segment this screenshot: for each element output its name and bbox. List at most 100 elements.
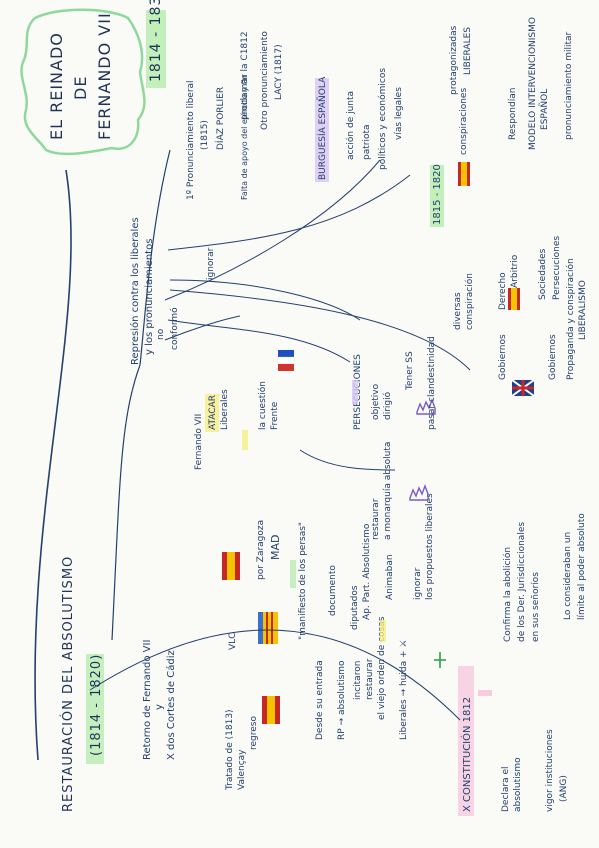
period-line-4: LIBERALES bbox=[463, 27, 473, 75]
manifesto-line-2: documento bbox=[328, 565, 338, 616]
attack-hl bbox=[205, 394, 219, 432]
period-hl bbox=[430, 165, 444, 227]
manifesto-line-3: diputados bbox=[350, 585, 360, 630]
bourgeoisie-block: BURGUESÍA ESPAÑOLA acción de junta patri… bbox=[315, 68, 404, 182]
decree-line-6: Liberales → huida + ⚔ bbox=[399, 640, 409, 740]
left-bottom-line-3: vigor instituciones bbox=[545, 729, 555, 812]
bourg-line-4: políticos y económicos bbox=[377, 68, 388, 170]
route-mad: MAD bbox=[269, 535, 282, 561]
encourage-line-2: restaurar bbox=[371, 498, 381, 540]
decree-line-3: incitaron bbox=[353, 661, 363, 700]
constitution-line-3: de los Der. Jurisdiccionales bbox=[517, 522, 527, 642]
conspiracies-line-1: diversas bbox=[453, 292, 463, 330]
return-line-2: y bbox=[154, 704, 165, 710]
attack-line-4: no bbox=[156, 328, 166, 340]
years-highlight bbox=[146, 10, 166, 88]
response-line-1: Respondían bbox=[508, 88, 518, 140]
title-years-text: 1814 - 1833 bbox=[148, 0, 164, 82]
return-line-1: Retorno de Fernando VII bbox=[142, 640, 153, 760]
left-bottom-block: Declara el absolutismo vigor institucion… bbox=[501, 729, 569, 812]
response-line-2: MODELO INTERVENCIONISMO bbox=[528, 17, 538, 150]
pronunciation-block: 1º Pronunciamiento liberal (1815) DÍAZ P… bbox=[186, 31, 284, 200]
pron-line-5: proclamar la C1812 bbox=[240, 31, 250, 120]
spain-flag-icon-3 bbox=[458, 162, 470, 186]
repression-block: Represión contra los liberales y los pro… bbox=[129, 217, 155, 365]
pron-line-3: DÍAZ PORLIER bbox=[214, 87, 226, 150]
crown-icon-2 bbox=[416, 398, 436, 415]
return-block: Retorno de Fernando VII y X dos Cortes d… bbox=[142, 640, 177, 760]
bourg-line-5: vías legales bbox=[394, 87, 404, 140]
section1-title: RESTAURACIÓN DEL ABSOLUTISMO bbox=[60, 556, 76, 812]
constitution-block: X CONSTITUCIÓN 1812 Confirma la abolició… bbox=[458, 522, 541, 816]
title-line-1: EL REINADO bbox=[47, 32, 66, 140]
encourage-line-5: los propuestos liberales bbox=[425, 493, 435, 600]
treaty-line-2: Valençay bbox=[237, 749, 247, 790]
repression-line-1: Represión contra los liberales bbox=[129, 217, 141, 365]
encourage-line-4: ignorar bbox=[413, 567, 423, 600]
period-line-2: conspiraciones bbox=[459, 88, 469, 155]
section1-years-hl bbox=[86, 654, 104, 764]
arrow-to-repression bbox=[111, 364, 141, 641]
sword-icon bbox=[434, 652, 446, 668]
consequence-line-2: límite al poder absoluto bbox=[577, 513, 587, 620]
pron-line-7: LACY (1817) bbox=[274, 44, 284, 100]
constitution-line-2: Confirma la abolición bbox=[502, 547, 513, 642]
response-line-4: pronunciamiento militar bbox=[564, 31, 574, 140]
conspiracies-block: diversas conspiración bbox=[453, 273, 475, 330]
france-flag-icon bbox=[277, 350, 295, 371]
route-vlc: VLC bbox=[228, 633, 238, 650]
uk-flag-icon bbox=[511, 379, 535, 397]
section1-heading: RESTAURACIÓN DEL ABSOLUTISMO (1814 - 182… bbox=[60, 556, 104, 812]
decree-line-4: restaurar bbox=[365, 658, 375, 700]
decree-block: Desde su entrada RP → absolutismo incita… bbox=[315, 616, 409, 740]
societies-block: Gobiernos Derecho Arbitrio Gobiernos Soc… bbox=[498, 236, 588, 380]
persecutions-line-4: Tener SS bbox=[405, 351, 415, 391]
conspiracies-line-2: conspiración bbox=[464, 273, 475, 330]
main-left-arrow bbox=[34, 169, 72, 761]
valencia-flag-icon bbox=[258, 612, 278, 644]
pron-line-1: 1º Pronunciamiento liberal bbox=[186, 80, 196, 200]
soc-line-4: Gobiernos bbox=[548, 334, 558, 380]
attack-line-5: conformó bbox=[169, 307, 180, 350]
attack-line-1: ATACAR bbox=[208, 395, 218, 430]
persecutions-line-2: objetivo bbox=[371, 383, 381, 420]
period-line-3: protagonizadas bbox=[449, 25, 459, 95]
period-line-1: 1815 - 1820 bbox=[432, 164, 443, 225]
decree-line-5: el viejo orden de cosas bbox=[377, 616, 387, 720]
soc-line-1: Gobiernos bbox=[498, 334, 508, 380]
pron-line-2: (1815) bbox=[200, 120, 210, 150]
arrow-to-pronunciation bbox=[139, 149, 171, 366]
attack-line-8: Frente bbox=[270, 401, 280, 430]
attack-block: ATACAR Fernando VII Liberales no conform… bbox=[156, 247, 280, 470]
pron-line-4: Falta de apoyo del ejército y fin bbox=[239, 74, 249, 200]
soc-line-5: Sociedades bbox=[538, 248, 548, 300]
title-years: 1814 - 1833 bbox=[146, 0, 166, 88]
bourg-line-3: patriota bbox=[362, 124, 372, 160]
bourg-line-1: BURGUESÍA ESPAÑOLA bbox=[316, 76, 328, 180]
highlight-marks bbox=[242, 380, 492, 696]
constitution-line-4: en sus señoríos bbox=[531, 572, 541, 642]
attack-line-2: Fernando VII bbox=[194, 414, 204, 470]
treaty-line-1: Tratado de (1813) bbox=[225, 709, 235, 791]
manifesto-block: "manifiesto de los persas" documento dip… bbox=[298, 522, 372, 640]
route-zaragoza: por Zaragoza bbox=[256, 520, 266, 580]
soc-line-6: Persecuciones bbox=[552, 236, 562, 300]
attack-line-6: ignorar bbox=[206, 247, 216, 280]
soc-line-8: Propaganda y conspiración bbox=[565, 258, 576, 380]
response-line-3: ESPAÑOL bbox=[539, 89, 550, 130]
bourg-line-2: acción de junta bbox=[345, 91, 356, 160]
persecutions-line-5: pasar clandestinidad bbox=[427, 336, 437, 430]
encourage-line-3: a monarquía absoluta bbox=[383, 442, 393, 540]
cloud-outline bbox=[20, 8, 146, 156]
constitution-title: X CONSTITUCIÓN 1812 bbox=[460, 697, 473, 812]
attack-line-7: la cuestión bbox=[257, 381, 268, 430]
title-line-2: DE bbox=[71, 76, 90, 100]
pron-line-6: Otro pronunciamiento bbox=[260, 31, 270, 130]
section1-years: (1814 - 1820) bbox=[89, 654, 104, 756]
route-block: VLC por Zaragoza MAD bbox=[228, 520, 282, 650]
decree-line-1: Desde su entrada bbox=[315, 660, 325, 740]
soc-line-2: Derecho bbox=[498, 272, 508, 310]
treaty-block: Tratado de (1813) Valençay regreso bbox=[225, 709, 259, 791]
title-line-3: FERNANDO VII bbox=[95, 12, 114, 140]
